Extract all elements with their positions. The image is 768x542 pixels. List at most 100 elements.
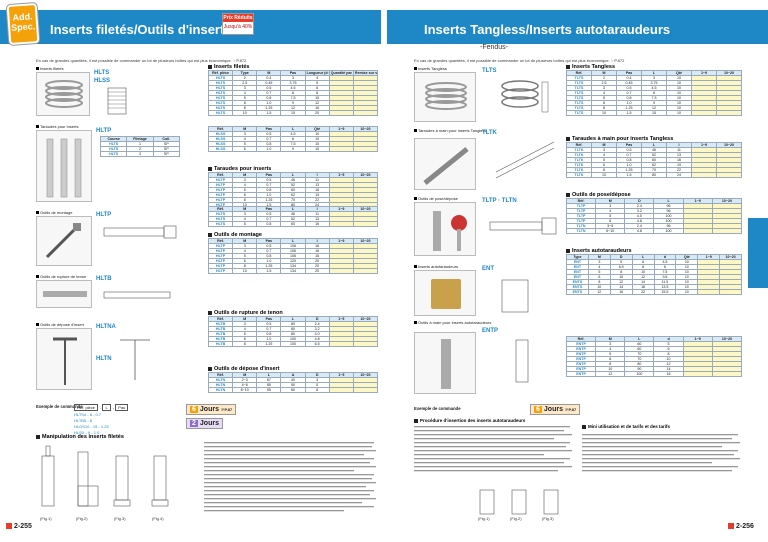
instructions-lines — [204, 442, 376, 512]
fig4-label: (Fig.4) — [152, 516, 164, 521]
left-example-label: Exemple de commande — [36, 404, 83, 409]
ent-drawing — [501, 279, 529, 313]
insert-coil-image — [36, 72, 90, 116]
extractor-icon — [53, 337, 77, 385]
fig2-label: (Fig.2) — [76, 516, 88, 521]
manip-instructions — [204, 440, 380, 522]
right-page-number: 2-256 — [728, 523, 754, 530]
code-hltna: HLTNA — [96, 324, 116, 330]
example-row-1: HLTS4 - 8 - 0.7 — [74, 412, 102, 417]
entp-drawing — [515, 339, 529, 383]
promo-badge: Prix Réduits Jusqu'à 40% — [222, 13, 254, 35]
right-usage-col — [582, 432, 742, 518]
section-pose: Outils de pose/dépose — [566, 192, 631, 198]
example-row-2: HLTB5 - 8 — [74, 418, 92, 423]
code-hlss: HLSS — [94, 78, 111, 84]
entp-image — [414, 332, 476, 394]
depose-tool-image — [36, 328, 92, 390]
code-hltb: HLTB — [96, 276, 112, 282]
tap-icon — [423, 147, 469, 185]
section-montage: Outils de montage — [208, 232, 262, 238]
manip-diagram: (Fig.1) (Fig.2) (Fig.3) (Fig.4) — [40, 445, 169, 521]
section-inserts: Inserts filetés — [208, 64, 249, 70]
right-proc-diagram: (Fig.1) (Fig.2) (Fig.3) — [478, 489, 559, 521]
rupture-drawing — [103, 291, 171, 299]
section-auto: Inserts autotaraudeurs — [566, 248, 632, 254]
rupture-tool-image — [36, 280, 92, 308]
code-hltn: HLTN — [96, 356, 112, 362]
code-ent: ENT — [482, 266, 494, 272]
wrench-icon — [45, 223, 81, 259]
ent-icon — [431, 279, 461, 309]
section-depose: Outils de dépose d'insert — [208, 366, 280, 372]
product-label-taraudes: Taraudes pour inserts — [36, 124, 78, 129]
left-page-title: Inserts filetés/Outils d'insertion — [50, 22, 244, 37]
code-hlts: HLTS — [94, 70, 110, 76]
example-row-4: HLSX - 9 - 1.0 — [74, 430, 100, 435]
depose-drawing — [120, 339, 150, 380]
product-label-entp: Outils à main pour inserts autotaraudeur… — [414, 320, 491, 325]
promo-line1: Prix Réduits — [223, 14, 253, 22]
right-header-bar — [387, 10, 768, 44]
product-label-inserts: Inserts filetés — [36, 66, 64, 71]
add-spec-logo: Add. Spec. — [6, 3, 40, 45]
usage-col-lines — [582, 434, 740, 472]
side-chapter-tab — [748, 218, 768, 288]
right-quantity-note: En cas de grandes quantités, il est poss… — [414, 58, 625, 63]
fig3-label: (Fig.3) — [114, 516, 126, 521]
punch-icon — [43, 291, 87, 297]
tangless-image — [414, 72, 476, 122]
product-label-rupture: Outils de rupture de tenon — [36, 274, 86, 279]
montage-tool-image — [36, 216, 92, 266]
promo-line2: Jusqu'à 40% — [223, 24, 253, 30]
code-hltp-montage: HLTP — [96, 212, 112, 218]
product-label-tangless: Inserts Tangless — [414, 66, 447, 71]
product-label-depose: Outils de dépose d'insert — [36, 322, 84, 327]
usage-title: Mini utilisation et de tarifs et des tar… — [582, 424, 670, 429]
manip-title: Manipulation des inserts filetés — [36, 434, 124, 440]
pose-drawing — [489, 217, 557, 235]
tltk-image — [414, 138, 476, 190]
pose-tool-image — [414, 202, 476, 256]
right-usage-text — [414, 424, 574, 484]
section-rupture: Outils de rupture de tenon — [208, 310, 283, 316]
product-label-montage: Outils de montage — [36, 210, 72, 215]
left-page-number: 2-255 — [6, 523, 32, 530]
code-tltp-tltn: TLTP · TLTN — [482, 198, 517, 204]
right-page-title: Inserts Tangless/Inserts autotaraudeurs — [424, 22, 671, 37]
svg-text:(Fig.1): (Fig.1) — [478, 516, 490, 521]
left-quantity-note: En cas de grandes quantités, il est poss… — [36, 58, 247, 63]
right-example-label: Exemple de commande — [414, 406, 461, 411]
entp-icon — [441, 339, 451, 389]
product-label-tltk: Taraudes à main pour inserts Tangless — [414, 128, 486, 133]
section-taraudes: Taraudes pour inserts — [208, 166, 271, 172]
example-row-3: HLOS10 - 15 - 1.25 — [74, 424, 109, 429]
left-example-boxes: Réf. pièce- L- Pas — [74, 404, 130, 411]
svg-text:(Fig.3): (Fig.3) — [542, 516, 554, 521]
pose-tool-icon — [433, 211, 467, 251]
fig1-label: (Fig.1) — [40, 516, 52, 521]
code-entp: ENTP — [482, 328, 499, 334]
left-header-bar — [0, 10, 381, 44]
ent-image — [414, 270, 476, 316]
tltk-drawing — [495, 141, 555, 179]
usage-lines — [414, 426, 572, 472]
code-tlts: TLTS — [482, 68, 497, 74]
section-tangless: Inserts Tangless — [566, 64, 615, 70]
taraudes-image — [36, 130, 92, 202]
coil-icon — [45, 80, 83, 108]
proc-title: Procédure d'insertion des inserts autota… — [414, 418, 525, 423]
product-label-pose: Outils de pose/dépose — [414, 196, 458, 201]
